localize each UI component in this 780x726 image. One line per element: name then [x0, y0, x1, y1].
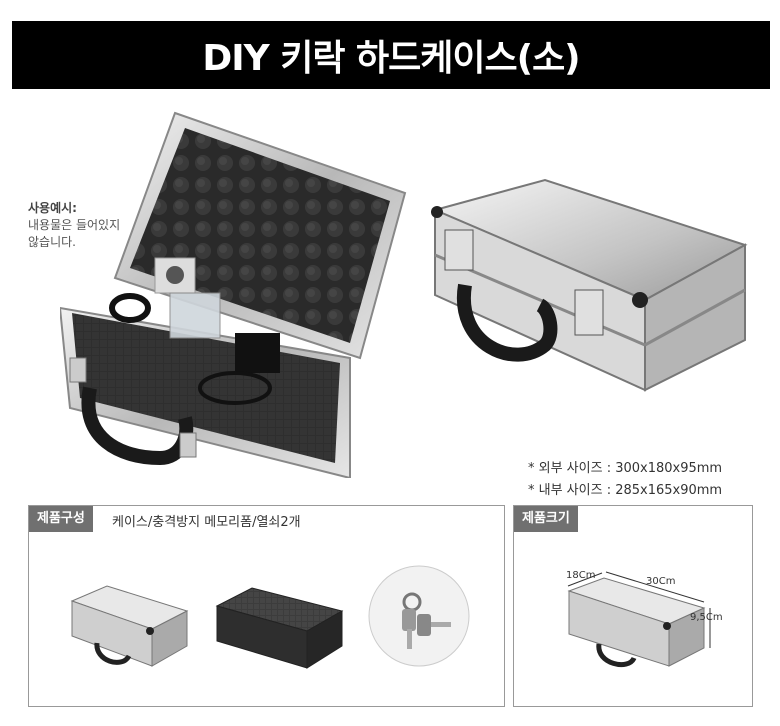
components-box: 제품구성 케이스/충격방지 메모리폼/열쇠2개 — [28, 505, 505, 707]
example-heading: 사용예시: — [28, 201, 77, 215]
size-box: 제품크기 18Cm 30Cm 9,5Cm — [513, 505, 753, 707]
dimensions-list: * 외부 사이즈 : 300x180x95mm * 내부 사이즈 : 285x1… — [528, 458, 768, 502]
open-case-image — [60, 111, 407, 478]
size-case-image — [567, 571, 711, 668]
depth-label: 18Cm — [566, 570, 596, 581]
components-text: 케이스/충격방지 메모리폼/열쇠2개 — [112, 515, 301, 530]
components-tag: 제품구성 — [29, 506, 93, 532]
example-note: 사용예시: 내용물은 들어있지 않습니다. — [28, 200, 138, 251]
inner-dimensions: * 내부 사이즈 : 285x165x90mm — [528, 483, 723, 498]
width-label: 30Cm — [646, 576, 676, 587]
example-line-2: 않습니다. — [28, 235, 76, 249]
case-thumbnail — [70, 585, 189, 667]
height-label: 9,5Cm — [690, 612, 723, 623]
page-title: DIY 키락 하드케이스(소) — [12, 21, 770, 89]
keys-thumbnail — [368, 565, 470, 667]
example-line-1: 내용물은 들어있지 — [28, 218, 121, 232]
closed-case-image — [431, 178, 748, 392]
outer-dimensions: * 외부 사이즈 : 300x180x95mm — [528, 461, 723, 476]
size-tag: 제품크기 — [514, 506, 578, 532]
foam-thumbnail — [215, 587, 344, 669]
